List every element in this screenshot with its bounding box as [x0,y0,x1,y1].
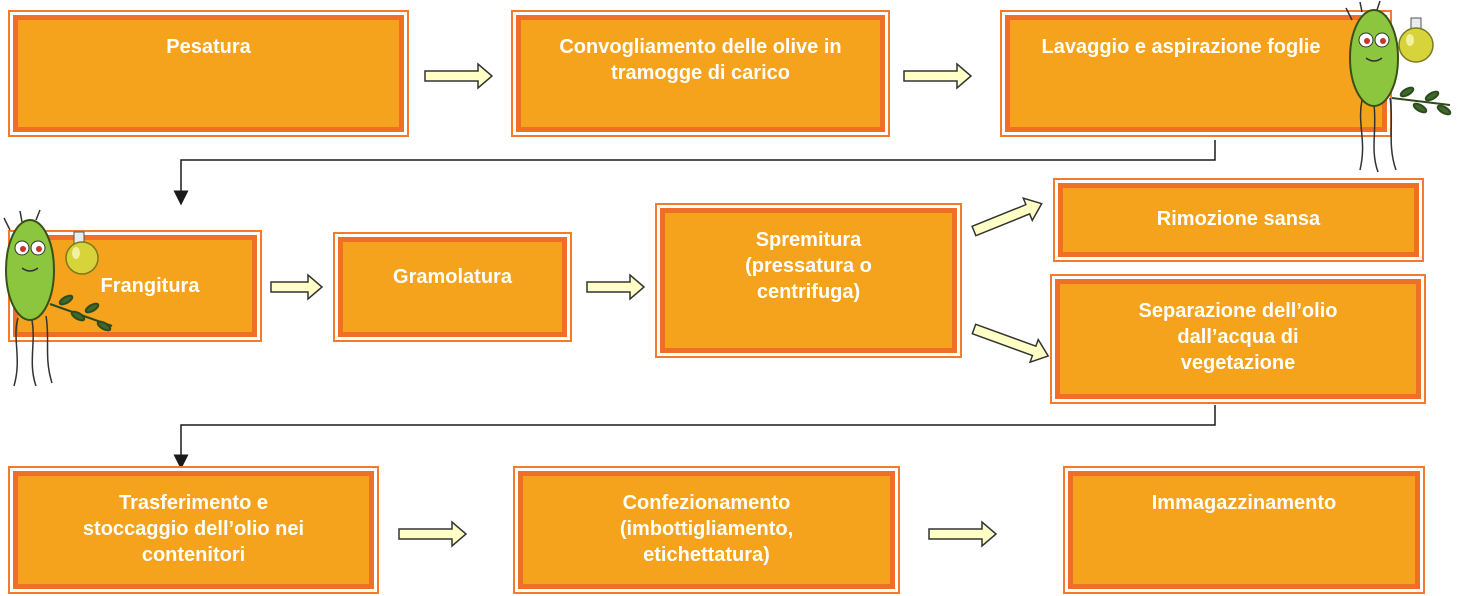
connector-separazione-to-trasferimento [173,405,1216,470]
step-separazione-label: Separazione dell’olio dall’acqua di vege… [1055,279,1421,399]
arrow-gramolatura-to-spremitura [586,273,646,301]
step-immagazzinamento: Immagazzinamento [1063,466,1425,594]
arrow-convogliamento-to-lavaggio [903,62,973,90]
step-pesatura-label: Pesatura [13,15,404,132]
step-spremitura: Spremitura (pressatura o centrifuga) [655,203,962,358]
arrow-spremitura-to-rimozione [971,196,1043,237]
connector-lavaggio-to-frangitura [173,140,1216,206]
step-gramolatura: Gramolatura [333,232,572,342]
step-spremitura-label: Spremitura (pressatura o centrifuga) [660,208,957,353]
step-convogliamento: Convogliamento delle olive in tramogge d… [511,10,890,137]
step-pesatura: Pesatura [8,10,409,137]
step-separazione: Separazione dell’olio dall’acqua di vege… [1050,274,1426,404]
step-convogliamento-label: Convogliamento delle olive in tramogge d… [516,15,885,132]
step-trasferimento-label: Trasferimento e stoccaggio dell’olio nei… [13,471,374,589]
step-frangitura: Frangitura [8,230,262,342]
olive-mascot-icon-2 [3,209,113,387]
arrow-confezionamento-to-immagazzinamento [928,520,998,548]
olive-branch-icon [1391,86,1452,116]
step-confezionamento: Confezionamento (imbottigliamento, etich… [513,466,900,594]
oil-flask-icon-2 [65,231,99,275]
olive-branch-icon-2 [49,294,113,332]
step-rimozione-label: Rimozione sansa [1058,183,1419,257]
arrow-frangitura-to-gramolatura [270,273,324,301]
step-trasferimento: Trasferimento e stoccaggio dell’olio nei… [8,466,379,594]
step-immagazzinamento-label: Immagazzinamento [1068,471,1420,589]
arrow-trasferimento-to-confezionamento [398,520,468,548]
oil-flask-icon [1398,17,1434,63]
arrow-pesatura-to-convogliamento [424,62,494,90]
olive-mascot-icon [1345,0,1452,173]
step-confezionamento-label: Confezionamento (imbottigliamento, etich… [518,471,895,589]
arrow-spremitura-to-separazione [971,323,1050,364]
step-rimozione: Rimozione sansa [1053,178,1424,262]
step-lavaggio-label: Lavaggio e aspirazione foglie [1005,15,1387,132]
step-gramolatura-label: Gramolatura [338,237,567,337]
step-lavaggio: Lavaggio e aspirazione foglie [1000,10,1392,137]
